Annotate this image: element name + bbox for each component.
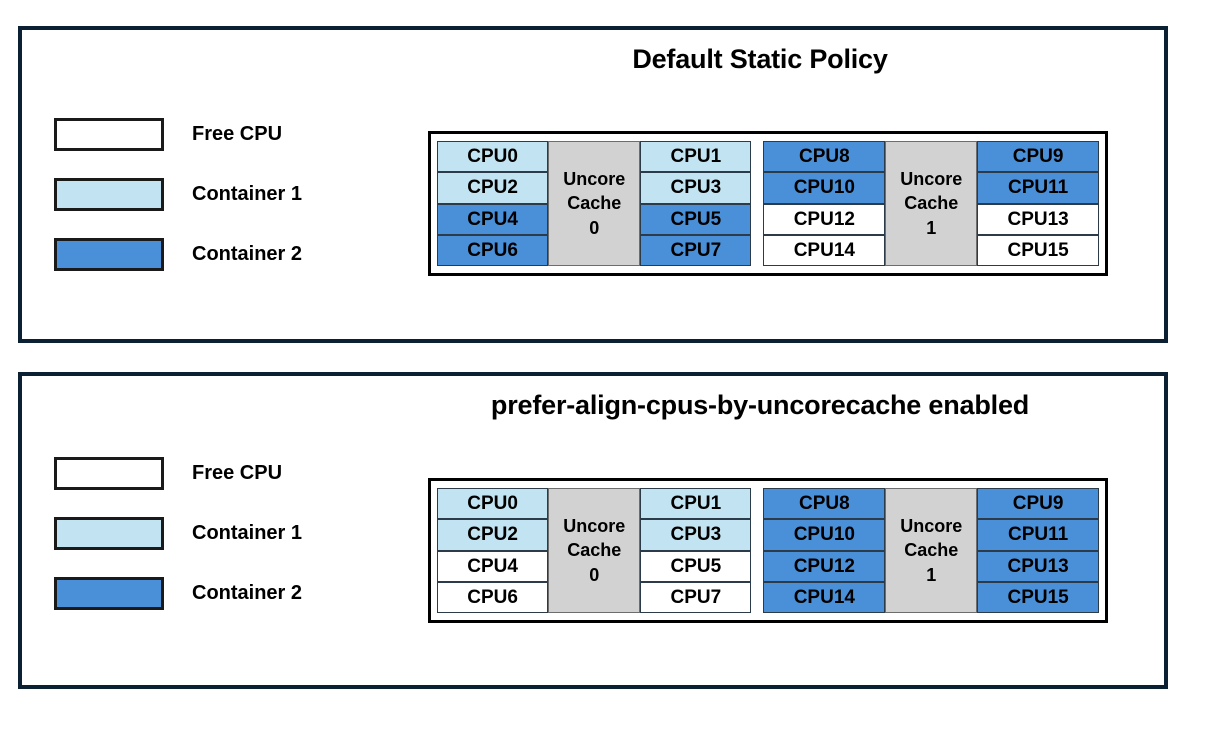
cpu-cell: CPU11 [977, 172, 1099, 204]
cpu-cell: CPU4 [437, 203, 549, 235]
cpu-cell: CPU13 [977, 550, 1099, 582]
legend-item-free-cpu: Free CPU [54, 443, 354, 503]
uncore-cache-block: Uncore Cache 1 [885, 141, 978, 266]
cpu-cell: CPU7 [640, 581, 752, 613]
cpu-column-left: CPU0 CPU2 CPU4 CPU6 [437, 141, 549, 266]
legend-item-free-cpu: Free CPU [54, 104, 354, 164]
cpu-cell: CPU7 [640, 234, 752, 266]
legend-item-container-2: Container 2 [54, 224, 354, 284]
cache-label-line1: Uncore [900, 169, 963, 190]
cpu-cell: CPU13 [977, 203, 1099, 235]
page-title-top: Default Static Policy [632, 44, 888, 74]
cpu-cell: CPU14 [763, 581, 886, 613]
cpu-cell: CPU3 [640, 172, 752, 204]
cache-label-line2: Cache [904, 540, 959, 561]
cpu-topology-top: CPU0 CPU2 CPU4 CPU6 Uncore Cache 0 CPU1 … [428, 131, 1108, 276]
legend-swatch-container-2 [54, 237, 164, 271]
cpu-cell: CPU12 [763, 550, 886, 582]
uncore-cache-block: Uncore Cache 0 [548, 141, 641, 266]
cpu-cell: CPU14 [763, 234, 886, 266]
legend-swatch-container-2 [54, 576, 164, 610]
legend-bottom: Free CPU Container 1 Container 2 [54, 443, 354, 623]
legend-item-container-1: Container 1 [54, 164, 354, 224]
cpu-cell: CPU10 [763, 519, 886, 551]
cache-label-line3: 0 [589, 217, 600, 238]
legend-label-container-2: Container 2 [192, 242, 303, 265]
uncore-cache-block: Uncore Cache 0 [548, 488, 641, 613]
cache-label-line2: Cache [904, 193, 959, 214]
cpu-cell: CPU11 [977, 519, 1099, 551]
cpu-column-left: CPU8 CPU10 CPU12 CPU14 [763, 488, 886, 613]
cpu-cell: CPU2 [437, 172, 549, 204]
legend-item-container-1: Container 1 [54, 503, 354, 563]
cache-label-line3: 0 [589, 564, 600, 585]
cpu-cell: CPU10 [763, 172, 886, 204]
cpu-cell: CPU5 [640, 203, 752, 235]
legend-item-container-2: Container 2 [54, 563, 354, 623]
cpu-cell: CPU9 [977, 488, 1099, 520]
cpu-cell: CPU9 [977, 141, 1099, 173]
cpu-topology-bottom: CPU0 CPU2 CPU4 CPU6 Uncore Cache 0 CPU1 … [428, 478, 1108, 623]
cpu-cell: CPU15 [977, 234, 1099, 266]
cache-label-line3: 1 [926, 564, 937, 585]
cache-label-line1: Uncore [563, 516, 626, 537]
legend-label-container-2: Container 2 [192, 581, 303, 604]
cpu-cell: CPU3 [640, 519, 752, 551]
cpu-cell: CPU0 [437, 488, 549, 520]
cpu-cell: CPU4 [437, 550, 549, 582]
cache-group-0: CPU0 CPU2 CPU4 CPU6 Uncore Cache 0 CPU1 … [437, 488, 752, 613]
cache-group-1: CPU8 CPU10 CPU12 CPU14 Uncore Cache 1 CP… [763, 488, 1099, 613]
cpu-cell: CPU6 [437, 581, 549, 613]
legend-label-free-cpu: Free CPU [192, 122, 283, 145]
cache-label-line1: Uncore [900, 516, 963, 537]
cache-group-1: CPU8 CPU10 CPU12 CPU14 Uncore Cache 1 CP… [763, 141, 1099, 266]
cpu-column-right: CPU9 CPU11 CPU13 CPU15 [977, 141, 1099, 266]
legend-label-container-1: Container 1 [192, 182, 303, 205]
cache-label-line2: Cache [567, 193, 622, 214]
cpu-column-right: CPU9 CPU11 CPU13 CPU15 [977, 488, 1099, 613]
cache-label-line1: Uncore [563, 169, 626, 190]
cpu-cell: CPU1 [640, 141, 752, 173]
cache-label-line2: Cache [567, 540, 622, 561]
cpu-cell: CPU6 [437, 234, 549, 266]
legend-swatch-container-1 [54, 177, 164, 211]
cpu-column-right: CPU1 CPU3 CPU5 CPU7 [640, 488, 752, 613]
uncore-cache-block: Uncore Cache 1 [885, 488, 978, 613]
cpu-cell: CPU8 [763, 488, 886, 520]
cpu-cell: CPU1 [640, 488, 752, 520]
cache-label-line3: 1 [926, 217, 937, 238]
legend-label-free-cpu: Free CPU [192, 461, 283, 484]
legend-swatch-free-cpu [54, 456, 164, 490]
cpu-cell: CPU2 [437, 519, 549, 551]
cpu-cell: CPU5 [640, 550, 752, 582]
cpu-column-left: CPU8 CPU10 CPU12 CPU14 [763, 141, 886, 266]
cpu-column-right: CPU1 CPU3 CPU5 CPU7 [640, 141, 752, 266]
legend-top: Free CPU Container 1 Container 2 [54, 104, 354, 284]
cpu-cell: CPU15 [977, 581, 1099, 613]
legend-swatch-free-cpu [54, 117, 164, 151]
page-title-bottom: prefer-align-cpus-by-uncorecache enabled [490, 390, 1030, 420]
cpu-cell: CPU0 [437, 141, 549, 173]
legend-label-container-1: Container 1 [192, 521, 303, 544]
cpu-column-left: CPU0 CPU2 CPU4 CPU6 [437, 488, 549, 613]
cache-group-0: CPU0 CPU2 CPU4 CPU6 Uncore Cache 0 CPU1 … [437, 141, 752, 266]
legend-swatch-container-1 [54, 516, 164, 550]
cpu-cell: CPU12 [763, 203, 886, 235]
cpu-cell: CPU8 [763, 141, 886, 173]
